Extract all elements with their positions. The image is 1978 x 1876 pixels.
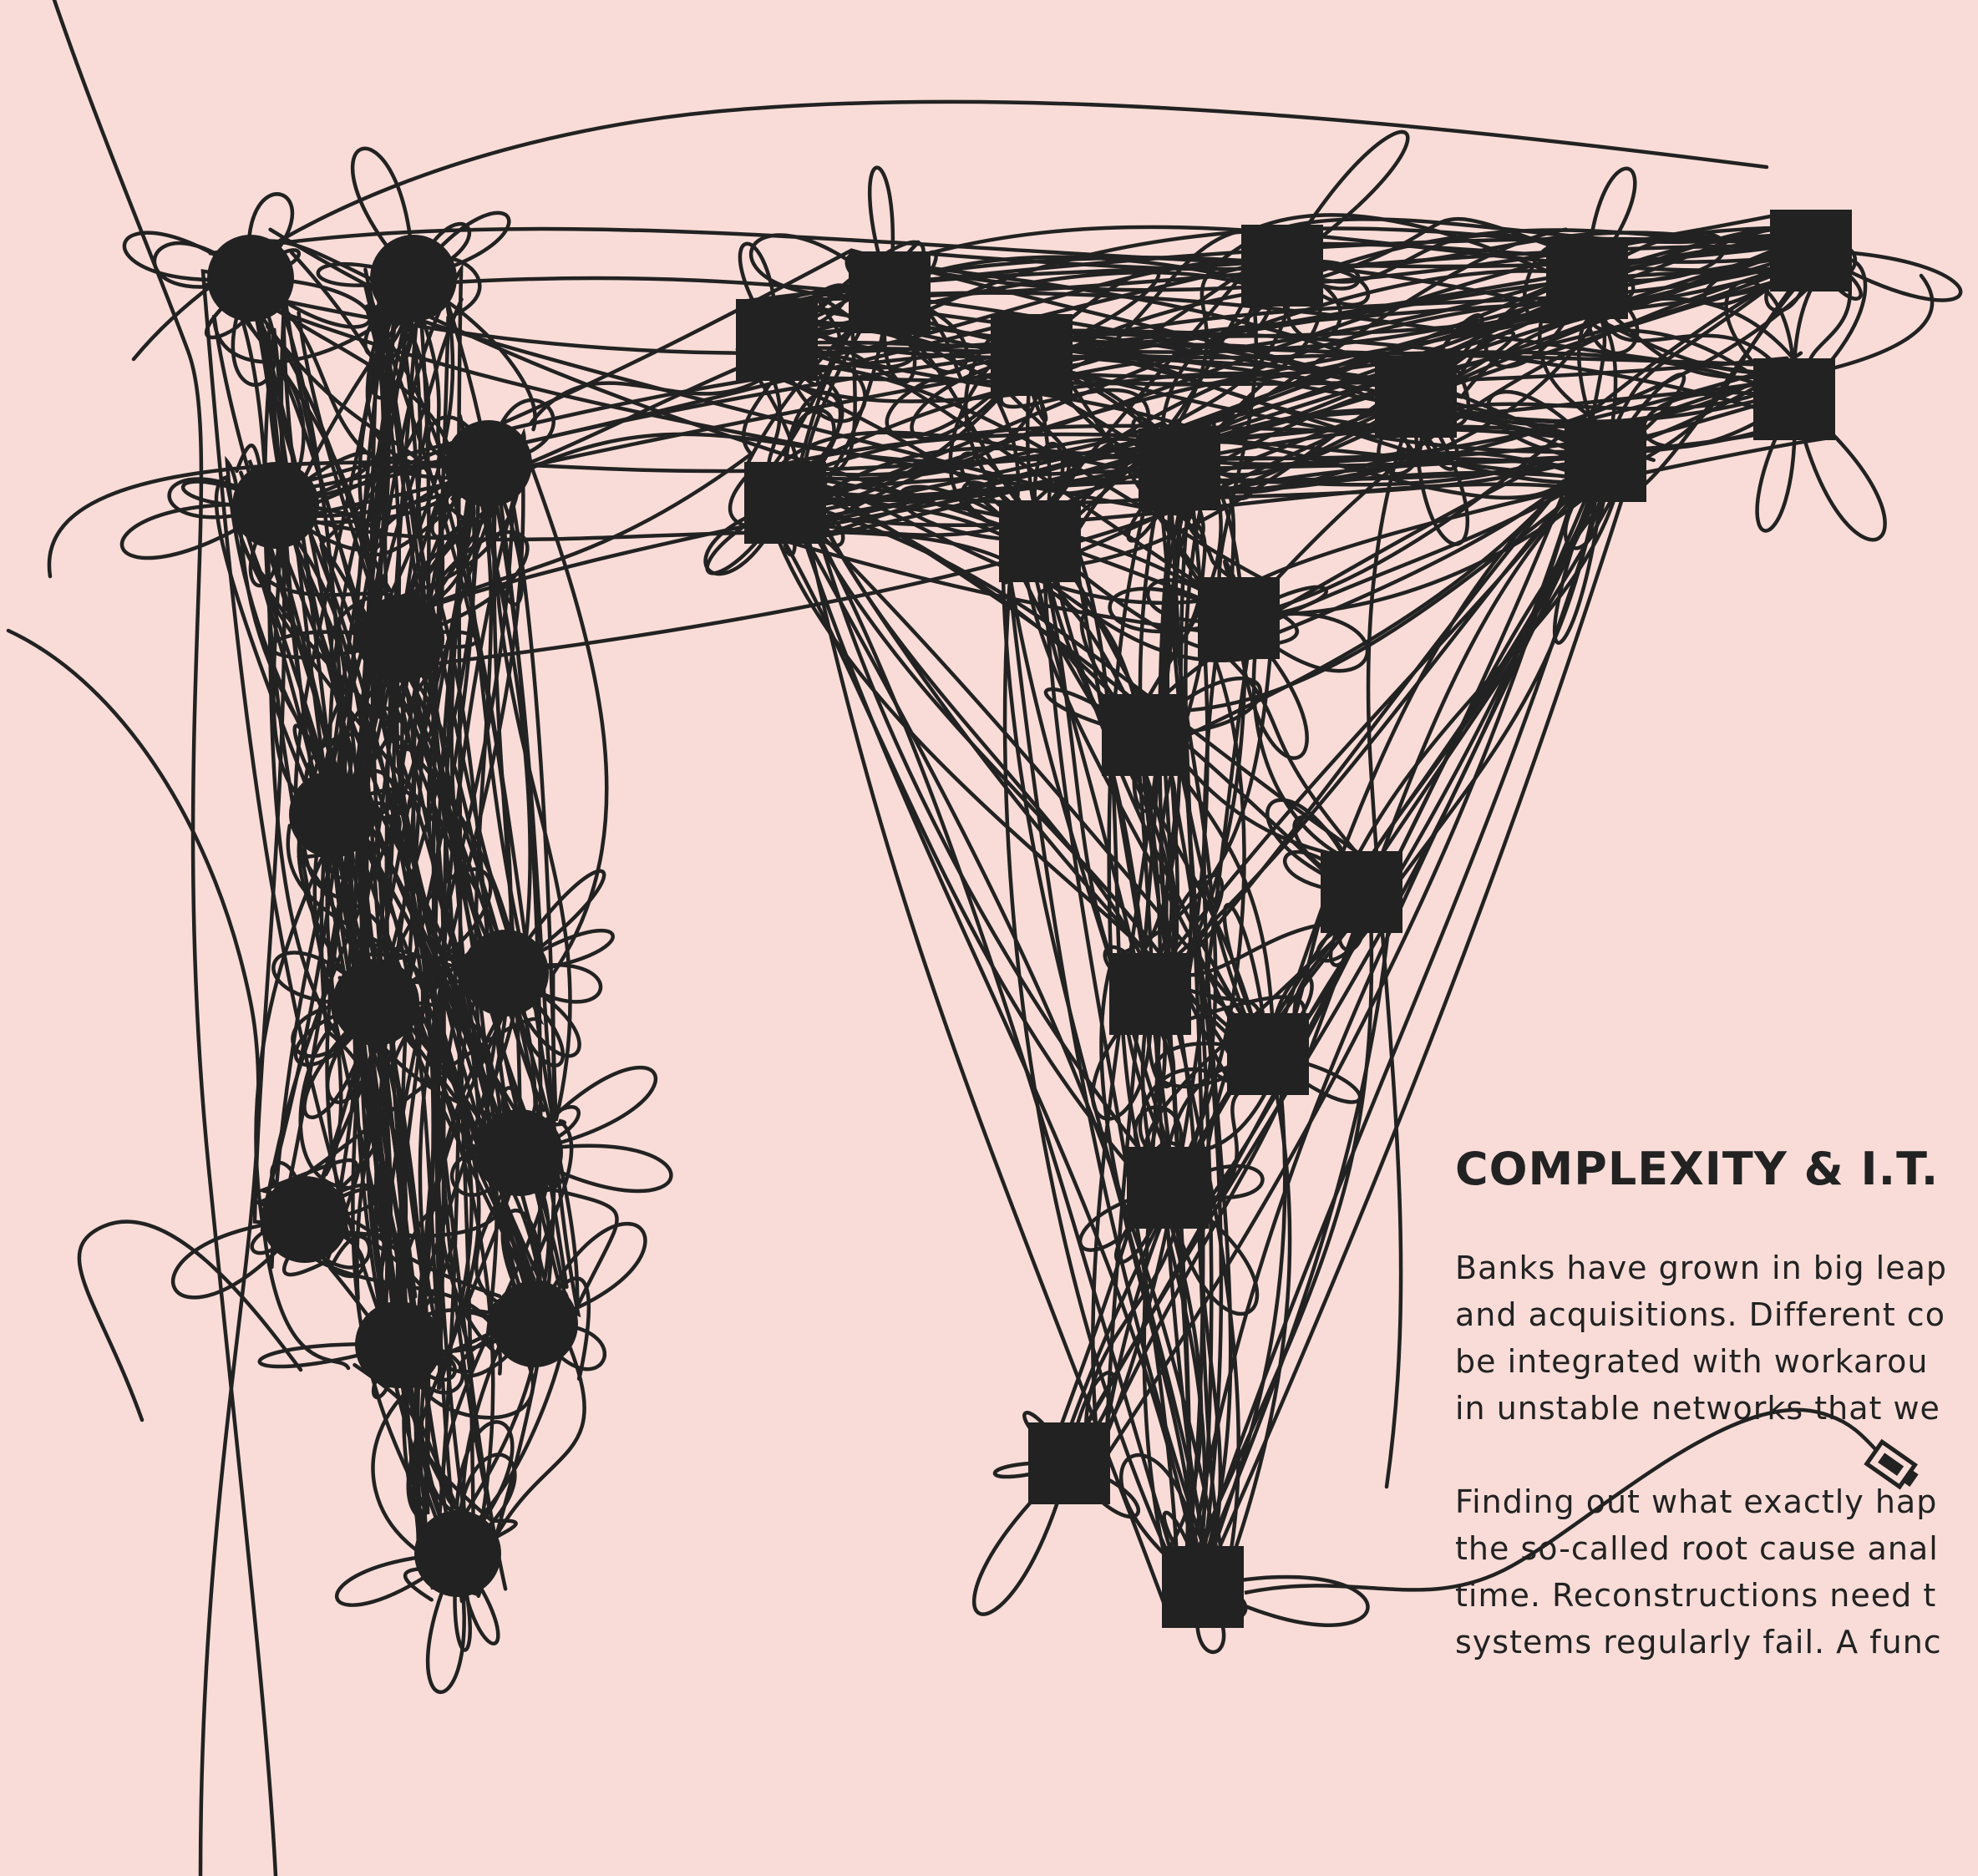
paragraph-2-line: time. Reconstructions need t — [1455, 1572, 1942, 1619]
square-node — [1139, 428, 1220, 510]
square-node — [1162, 1546, 1244, 1628]
paragraph-2: Finding out what exactly hap the so-call… — [1455, 1478, 1942, 1666]
round-node — [358, 596, 444, 682]
section-title: COMPLEXITY & I.T. — [1455, 1143, 1939, 1195]
round-node — [207, 235, 294, 322]
round-node — [445, 420, 532, 507]
paragraph-1-line: Banks have grown in big leap — [1455, 1245, 1947, 1291]
square-node — [1198, 577, 1280, 659]
square-node — [1241, 225, 1323, 307]
square-node — [1109, 953, 1191, 1035]
round-node — [289, 771, 376, 858]
round-node — [355, 1301, 442, 1388]
round-node — [370, 235, 457, 322]
paragraph-2-line: Finding out what exactly hap — [1455, 1478, 1942, 1525]
paragraph-1-line: be integrated with workarou — [1455, 1338, 1947, 1385]
paragraph-2-line: systems regularly fail. A func — [1455, 1619, 1942, 1666]
round-node — [414, 1510, 501, 1597]
square-node — [736, 299, 818, 381]
round-node — [261, 1176, 348, 1263]
square-node — [1546, 237, 1628, 319]
square-node — [849, 251, 931, 333]
square-node — [1770, 210, 1852, 292]
cable-strand — [8, 631, 258, 1876]
square-node — [1753, 358, 1835, 440]
paragraph-1-line: and acquisitions. Different co — [1455, 1291, 1947, 1338]
round-node — [462, 930, 549, 1017]
paragraph-1-line: in unstable networks that we — [1455, 1385, 1947, 1432]
round-node — [491, 1280, 578, 1367]
paragraph-1: Banks have grown in big leap and acquisi… — [1455, 1245, 1947, 1432]
square-node — [744, 462, 826, 544]
square-node — [999, 500, 1081, 582]
square-node — [1375, 356, 1457, 438]
square-node — [991, 314, 1073, 396]
square-node — [1321, 851, 1402, 933]
paragraph-2-line: the so-called root cause anal — [1455, 1525, 1942, 1572]
round-node — [332, 959, 419, 1046]
round-node — [476, 1109, 563, 1196]
square-node — [1028, 1422, 1110, 1504]
square-node — [1127, 1147, 1209, 1229]
square-node — [1102, 694, 1184, 776]
square-node — [1565, 420, 1646, 502]
round-node — [232, 462, 319, 549]
square-node — [1227, 1013, 1309, 1095]
